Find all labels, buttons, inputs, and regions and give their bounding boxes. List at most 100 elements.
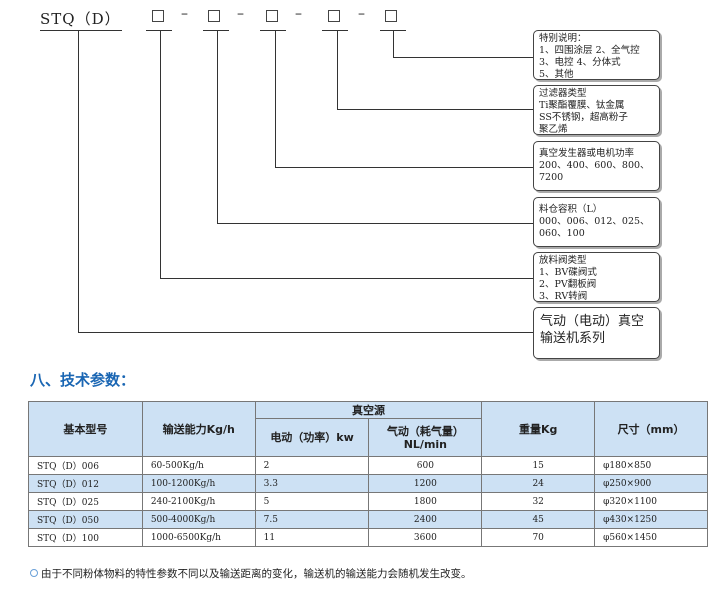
table-cell: φ250×900 xyxy=(594,474,708,493)
header-vacuum-source: 真空源 xyxy=(254,401,483,419)
prefix-underline xyxy=(40,30,122,31)
header-pneumatic: 气动（耗气量）NL/min xyxy=(368,418,483,457)
table-cell: 60-500Kg/h xyxy=(141,456,256,475)
table-cell: 7.5 xyxy=(254,510,370,529)
code-dash: – xyxy=(295,6,302,22)
header-size: 尺寸（mm） xyxy=(594,401,708,457)
desc-line: 1、四围涂层 2、全气控 xyxy=(539,45,640,56)
connector-line xyxy=(275,167,533,168)
slot-underline xyxy=(322,30,348,31)
table-cell: STQ（D）050 xyxy=(28,510,143,529)
footnote: 由于不同粉体物料的特性参数不同以及输送距离的变化，输送机的输送能力会随机发生改变… xyxy=(30,566,472,581)
desc-line: 放料阀类型 xyxy=(539,255,587,266)
desc-line: 7200 xyxy=(539,172,564,183)
table-cell: 3600 xyxy=(368,528,483,547)
table-cell: 1200 xyxy=(368,474,483,493)
code-slot-2 xyxy=(208,10,220,22)
desc-line: 3、RV转阀 xyxy=(539,291,588,302)
footnote-text: 由于不同粉体物料的特性参数不同以及输送距离的变化，输送机的输送能力会随机发生改变… xyxy=(41,568,472,580)
table-cell: 24 xyxy=(481,474,596,493)
connector-line xyxy=(78,30,79,333)
connector-line xyxy=(78,332,533,333)
table-cell: 15 xyxy=(481,456,596,475)
desc-line: 聚乙烯 xyxy=(539,124,568,135)
table-cell: STQ（D）012 xyxy=(28,474,143,493)
desc-line: 输送机系列 xyxy=(540,331,606,346)
table-cell: 600 xyxy=(368,456,483,475)
connector-line xyxy=(160,30,161,279)
table-cell: STQ（D）100 xyxy=(28,528,143,547)
code-dash: – xyxy=(181,6,188,22)
header-capacity: 输送能力Kg/h xyxy=(141,401,256,457)
code-slot-3 xyxy=(266,10,278,22)
table-cell: 2 xyxy=(254,456,370,475)
connector-line xyxy=(217,30,218,224)
header-weight: 重量Kg xyxy=(481,401,596,457)
desc-line: 3、电控 4、分体式 xyxy=(539,57,621,68)
table-cell: 11 xyxy=(254,528,370,547)
model-code-prefix: STQ（D） xyxy=(40,10,121,28)
desc-line: 5、其他 xyxy=(539,69,574,80)
desc-line: 气动（电动）真空 xyxy=(540,314,645,329)
desc-line: 特别说明： xyxy=(539,33,587,44)
table-cell: STQ（D）025 xyxy=(28,492,143,511)
desc-line: 过滤器类型 xyxy=(539,88,587,99)
connector-line xyxy=(337,109,533,110)
desc-box-special-notes: 特别说明： 1、四围涂层 2、全气控 3、电控 4、分体式 5、其他 xyxy=(533,30,660,80)
connector-line xyxy=(393,30,394,58)
desc-line: 200、400、600、800、 xyxy=(539,160,650,171)
slot-underline xyxy=(203,30,229,31)
specs-table: 基本型号 输送能力Kg/h 真空源 重量Kg 尺寸（mm） 电动（功率）kw 气… xyxy=(28,401,708,547)
table-cell: φ320×1100 xyxy=(594,492,708,511)
table-cell: STQ（D）006 xyxy=(28,456,143,475)
connector-line xyxy=(275,30,276,168)
table-cell: φ560×1450 xyxy=(594,528,708,547)
table-cell: 240-2100Kg/h xyxy=(141,492,256,511)
desc-line: 真空发生器或电机功率 xyxy=(539,148,635,159)
table-cell: 32 xyxy=(481,492,596,511)
desc-line: 1、BV碟阀式 xyxy=(539,267,597,278)
desc-box-hopper-volume: 料仓容积（L） 000、006、012、025、 060、100 xyxy=(533,197,660,247)
table-cell: 2400 xyxy=(368,510,483,529)
connector-line xyxy=(160,278,533,279)
code-slot-4 xyxy=(328,10,340,22)
table-cell: 70 xyxy=(481,528,596,547)
desc-line: 000、006、012、025、 xyxy=(539,216,650,227)
section-title: 八、技术参数： xyxy=(30,371,136,389)
desc-box-vacuum-power: 真空发生器或电机功率 200、400、600、800、 7200 xyxy=(533,141,660,191)
desc-box-filter-type: 过滤器类型 Ti聚酯覆膜、钛金属 SS不锈钢，超高粉子 聚乙烯 xyxy=(533,85,660,135)
table-cell: φ430×1250 xyxy=(594,510,708,529)
slot-underline xyxy=(260,30,286,31)
slot-underline xyxy=(146,30,172,31)
table-cell: 1000-6500Kg/h xyxy=(141,528,256,547)
bullet-circle-icon xyxy=(30,569,38,577)
code-slot-5 xyxy=(385,10,397,22)
table-cell: 5 xyxy=(254,492,370,511)
header-electric: 电动（功率）kw xyxy=(254,418,370,457)
connector-line xyxy=(337,30,338,110)
code-slot-1 xyxy=(152,10,164,22)
header-model: 基本型号 xyxy=(28,401,143,457)
table-cell: 45 xyxy=(481,510,596,529)
desc-line: SS不锈钢，超高粉子 xyxy=(539,112,628,123)
table-cell: 3.3 xyxy=(254,474,370,493)
code-dash: – xyxy=(237,6,244,22)
connector-line xyxy=(393,57,533,58)
table-cell: φ180×850 xyxy=(594,456,708,475)
table-cell: 500-4000Kg/h xyxy=(141,510,256,529)
desc-line: 料仓容积（L） xyxy=(539,204,603,215)
code-dash: – xyxy=(358,6,365,22)
table-cell: 1800 xyxy=(368,492,483,511)
desc-line: 060、100 xyxy=(539,228,585,239)
connector-line xyxy=(217,223,533,224)
desc-box-discharge-valve: 放料阀类型 1、BV碟阀式 2、PV翻板阀 3、RV转阀 xyxy=(533,252,660,302)
desc-line: Ti聚酯覆膜、钛金属 xyxy=(539,100,625,111)
desc-line: 2、PV翻板阀 xyxy=(539,279,597,290)
table-cell: 100-1200Kg/h xyxy=(141,474,256,493)
desc-box-series: 气动（电动）真空 输送机系列 xyxy=(533,307,660,359)
